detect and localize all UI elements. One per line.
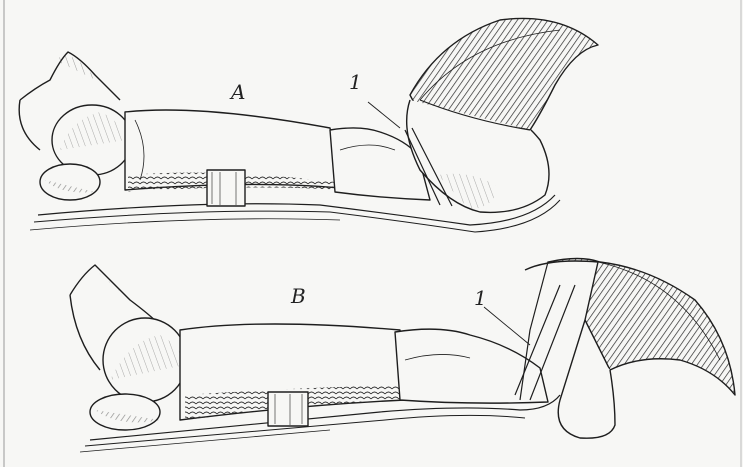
panel-b-label: B xyxy=(291,286,306,306)
panel-a-callout-number: 1 xyxy=(349,72,362,92)
panel-a-drawing xyxy=(19,18,598,232)
panel-b-callout-number: 1 xyxy=(474,288,487,308)
panel-a-label: A xyxy=(231,82,245,102)
panel-b-drawing xyxy=(70,259,735,453)
